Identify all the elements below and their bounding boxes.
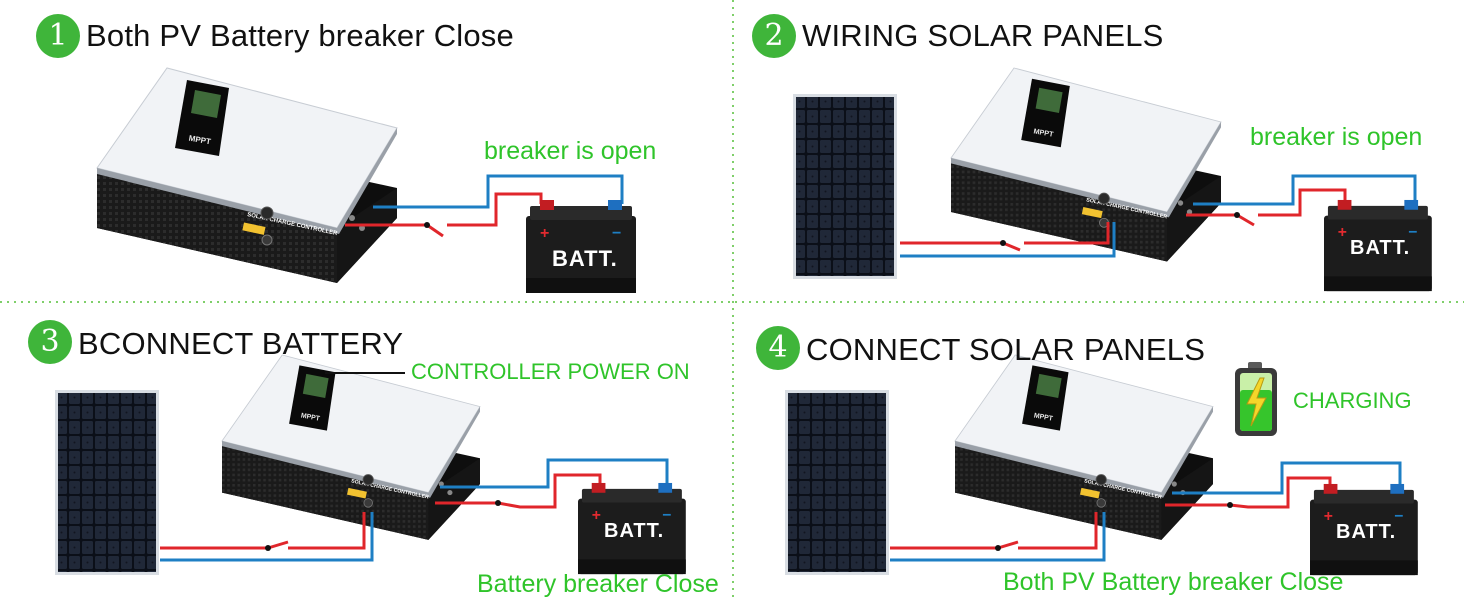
step-3-note: Battery breaker Close	[477, 570, 719, 598]
charging-battery-icon	[1235, 362, 1277, 436]
open-breaker-icon	[1002, 241, 1021, 252]
step-1-battery-label: BATT.	[552, 246, 618, 271]
solar-panel-icon	[785, 390, 889, 575]
step-2-note: breaker is open	[1250, 123, 1423, 151]
closed-breaker-icon	[267, 540, 289, 550]
solar-panel-icon	[793, 94, 897, 279]
open-breaker-icon	[426, 223, 444, 238]
step-2-illustration	[793, 67, 1432, 292]
blue-wire	[373, 174, 624, 209]
step-3-badge: 3	[28, 320, 72, 364]
step-3-callout: CONTROLLER POWER ON	[411, 359, 690, 384]
step-2-badge: 2	[752, 14, 796, 58]
step-4-note: Both PV Battery breaker Close	[1003, 568, 1344, 596]
step-4-battery-label: BATT.	[1336, 521, 1397, 543]
step-2-battery-label: BATT.	[1350, 237, 1411, 259]
step-3-battery-label: BATT.	[604, 520, 665, 542]
step-3-illustration	[55, 354, 686, 575]
open-breaker-icon	[1236, 213, 1255, 227]
step-3-title: BCONNECT BATTERY	[78, 326, 404, 361]
step-1-illustration	[96, 67, 636, 293]
closed-breaker-icon	[1227, 502, 1233, 508]
solar-panel-icon	[55, 390, 159, 575]
step-4-callout: CHARGING	[1293, 388, 1412, 413]
charge-controller-icon	[954, 354, 1214, 541]
closed-breaker-icon	[495, 500, 501, 506]
step-4-badge: 4	[756, 326, 800, 370]
charge-controller-icon	[950, 67, 1222, 262]
closed-breaker-icon	[997, 540, 1019, 550]
step-2-title: WIRING SOLAR PANELS	[802, 18, 1164, 53]
step-4-illustration	[785, 354, 1418, 576]
step-4-title: CONNECT SOLAR PANELS	[806, 332, 1206, 367]
step-1-note: breaker is open	[484, 137, 657, 165]
step-1-title: Both PV Battery breaker Close	[86, 18, 514, 53]
charge-controller-icon	[96, 67, 398, 284]
step-1-badge: 1	[36, 14, 80, 58]
